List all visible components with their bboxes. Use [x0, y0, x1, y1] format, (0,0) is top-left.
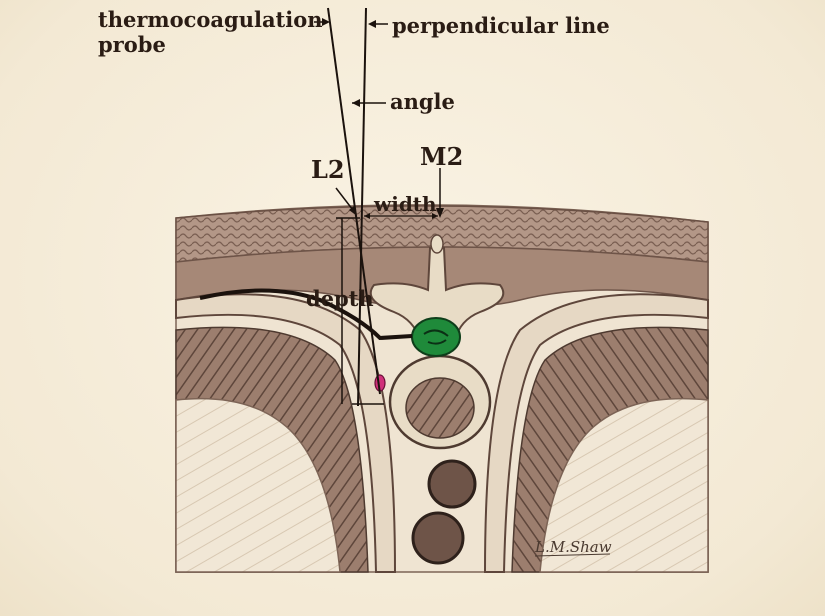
width-arrowhead-right [432, 213, 438, 219]
left-lung [175, 397, 341, 573]
label-m2: M2 [420, 142, 463, 171]
signature-underline [534, 553, 611, 557]
width-arrowhead-left [364, 213, 370, 219]
right-rib-arc-outer [483, 293, 709, 573]
label-width: width [373, 192, 437, 216]
esophagus [411, 511, 465, 565]
nerve-path [199, 288, 413, 341]
probe-arrowhead [322, 18, 330, 26]
artist-signature: L.M.Shaw [534, 538, 612, 556]
label-perpendicular-line: perpendicular line [392, 13, 610, 38]
perpendicular-arrowhead [368, 20, 376, 28]
vertebral-body [405, 377, 475, 439]
angle-arrowhead [352, 99, 360, 107]
aorta [427, 459, 477, 509]
l2-arrowhead [349, 206, 357, 216]
spinous-tip [430, 234, 444, 254]
right-lung [539, 397, 709, 573]
label-angle: angle [390, 89, 455, 114]
label-depth: depth [306, 286, 374, 311]
left-rib-arc-outer [175, 293, 397, 573]
perpendicular-line [357, 7, 367, 407]
ganglion-detail [423, 329, 449, 345]
measurement-lines [314, 7, 441, 407]
label-probe-line2: probe [98, 32, 166, 57]
cross-section [175, 204, 709, 573]
m2-arrowhead [436, 208, 444, 218]
label-l2: L2 [311, 155, 345, 184]
dorsal-root-ganglion [411, 317, 461, 357]
labels: thermocoagulation probe perpendicular li… [98, 7, 612, 557]
label-probe-line1: thermocoagulation [98, 7, 323, 32]
arrowheads [322, 18, 444, 219]
thermocoagulation-probe-line [327, 7, 381, 395]
